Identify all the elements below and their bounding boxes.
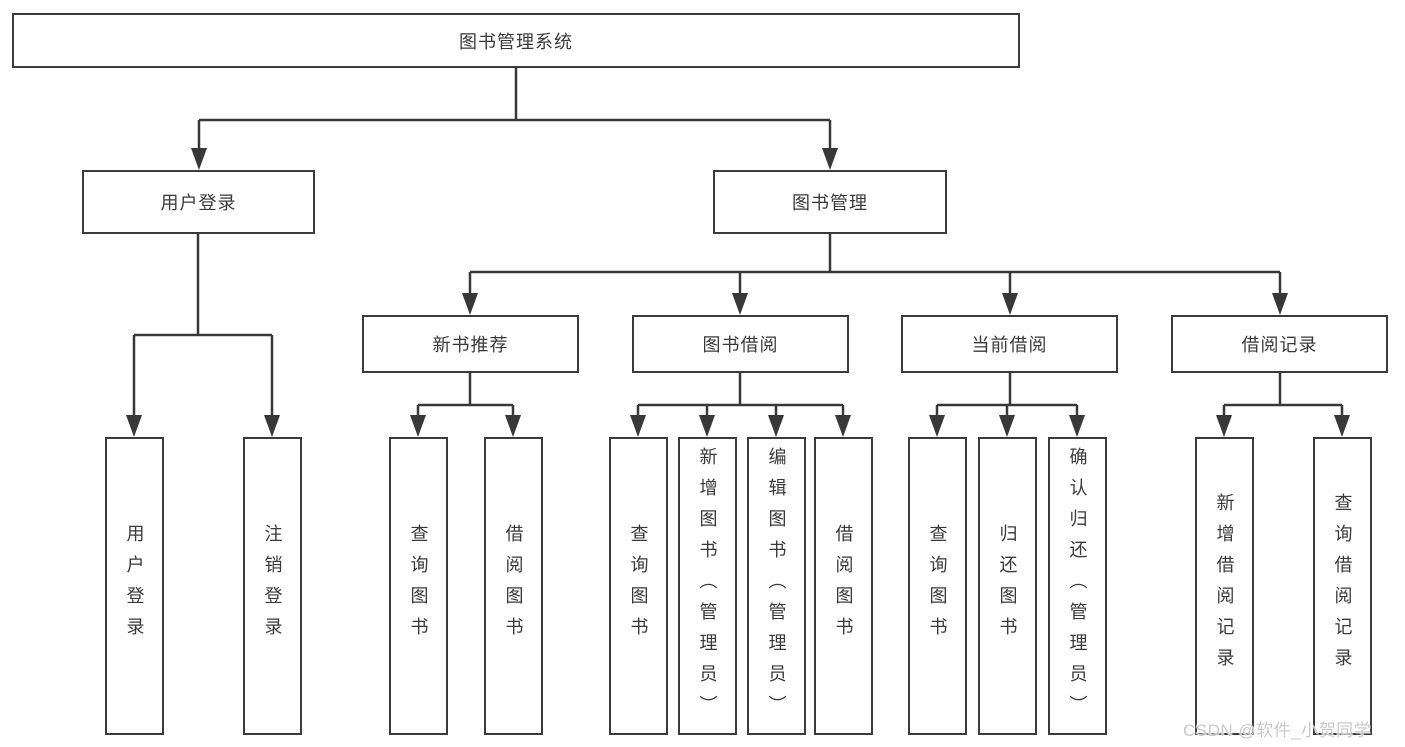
- arrow-down-icon: [1216, 415, 1232, 437]
- leaf-borrow-books: 借阅图书: [814, 437, 873, 735]
- arrow-down-icon: [630, 415, 646, 437]
- leaf-query-books-current: 查询图书: [908, 437, 967, 735]
- leaf-label: 新增借阅记录: [1214, 493, 1235, 679]
- arrow-down-icon: [191, 148, 207, 170]
- node-label: 新书推荐: [432, 335, 509, 355]
- node-label: 图书借阅: [702, 335, 779, 355]
- arrow-down-icon: [1334, 415, 1350, 437]
- arrow-down-icon: [1069, 415, 1085, 437]
- arrow-down-icon: [732, 293, 748, 315]
- node-root-system: 图书管理系统: [12, 13, 1020, 68]
- arrow-down-icon: [126, 415, 142, 437]
- leaf-add-borrow-record: 新增借阅记录: [1195, 437, 1254, 735]
- leaf-edit-books-admin: 编辑图书（管理员）: [747, 437, 806, 735]
- leaf-label: 查询图书: [927, 524, 948, 648]
- leaf-label: 查询图书: [408, 524, 429, 648]
- leaf-query-borrow-record: 查询借阅记录: [1313, 437, 1372, 735]
- node-borrowing-records: 借阅记录: [1171, 315, 1388, 373]
- node-label: 图书管理系统: [459, 31, 573, 52]
- node-label: 图书管理: [792, 193, 868, 213]
- leaf-label: 确认归还（管理员）: [1067, 446, 1088, 726]
- node-book-management: 图书管理: [713, 170, 947, 234]
- leaf-confirm-return-admin: 确认归还（管理员）: [1048, 437, 1107, 735]
- connector-root-to-level2: [191, 68, 838, 170]
- leaf-label: 注销登录: [262, 524, 283, 648]
- arrow-down-icon: [999, 415, 1015, 437]
- arrow-down-icon: [410, 415, 426, 437]
- connector-new-book-to-leaves: [410, 373, 521, 437]
- leaf-label: 新增图书（管理员）: [697, 446, 718, 726]
- connector-records-to-leaves: [1216, 373, 1350, 437]
- leaf-user-login: 用户登录: [105, 437, 164, 735]
- arrow-down-icon: [929, 415, 945, 437]
- leaf-label: 查询借阅记录: [1332, 493, 1353, 679]
- leaf-borrow-books-recommend: 借阅图书: [484, 437, 543, 735]
- leaf-label: 用户登录: [124, 524, 145, 648]
- connector-current-borrow-to-leaves: [929, 373, 1085, 437]
- arrow-down-icon: [1002, 293, 1018, 315]
- node-label: 借阅记录: [1241, 335, 1318, 355]
- leaf-label: 编辑图书（管理员）: [766, 446, 787, 726]
- node-current-borrowing: 当前借阅: [901, 315, 1118, 373]
- leaf-label: 归还图书: [997, 524, 1018, 648]
- arrow-down-icon: [264, 415, 280, 437]
- arrow-down-icon: [462, 293, 478, 315]
- node-label: 用户登录: [160, 193, 237, 213]
- connector-user-login-to-leaves: [126, 234, 280, 437]
- arrow-down-icon: [822, 148, 838, 170]
- arrow-down-icon: [835, 415, 851, 437]
- leaf-label: 查询图书: [628, 524, 649, 648]
- leaf-logout: 注销登录: [243, 437, 302, 735]
- connector-book-management-to-level3: [462, 234, 1288, 315]
- node-new-book-recommendation: 新书推荐: [362, 315, 579, 373]
- arrow-down-icon: [1272, 293, 1288, 315]
- leaf-label: 借阅图书: [833, 524, 854, 648]
- csdn-watermark: CSDN @软件_小贺同学: [1183, 721, 1372, 740]
- node-user-login: 用户登录: [82, 170, 315, 234]
- arrow-down-icon: [505, 415, 521, 437]
- connector-book-borrow-to-leaves: [630, 373, 851, 437]
- leaf-query-books-borrow: 查询图书: [609, 437, 668, 735]
- arrow-down-icon: [768, 415, 784, 437]
- leaf-return-books: 归还图书: [978, 437, 1037, 735]
- node-book-borrowing: 图书借阅: [632, 315, 849, 373]
- arrow-down-icon: [699, 415, 715, 437]
- leaf-label: 借阅图书: [503, 524, 524, 648]
- leaf-query-books-recommend: 查询图书: [389, 437, 448, 735]
- leaf-add-books-admin: 新增图书（管理员）: [678, 437, 737, 735]
- node-label: 当前借阅: [971, 335, 1048, 355]
